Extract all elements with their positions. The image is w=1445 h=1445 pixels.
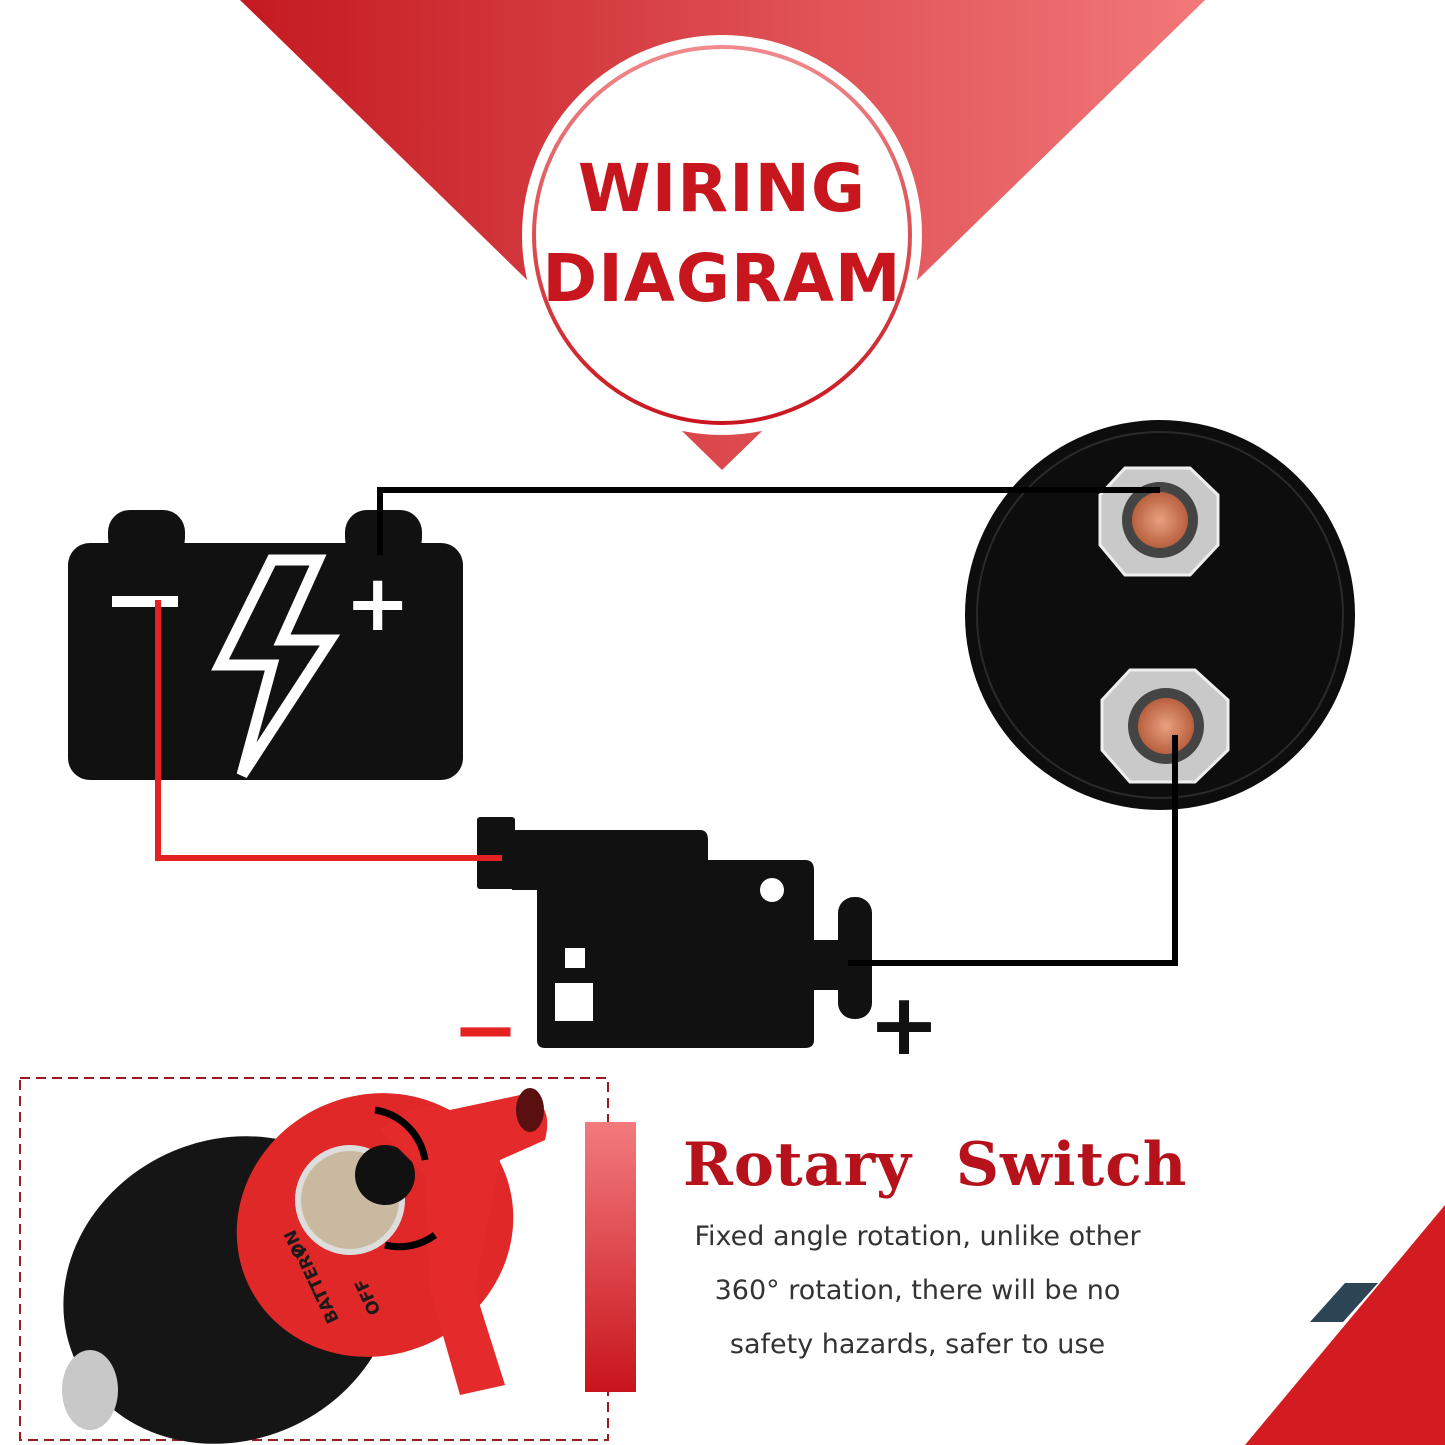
accent-bar <box>585 1122 636 1392</box>
switch-minus-sign: − <box>452 983 520 1076</box>
title-badge <box>522 35 922 435</box>
switch-plus-sign: + <box>868 975 941 1075</box>
battery-switch-icon <box>477 817 872 1048</box>
title-line-2: DIAGRAM <box>542 240 902 317</box>
description-line: safety hazards, safer to use <box>729 1329 1106 1360</box>
negative-wire-battery-to-switch <box>155 600 502 861</box>
lightning-bolt-icon <box>211 554 341 779</box>
feature-description: Fixed angle rotation, unlike other 360° … <box>660 1210 1175 1372</box>
solenoid-terminal-photo <box>965 420 1355 810</box>
title-line-1: WIRING <box>577 150 867 227</box>
positive-wire-solenoid-to-switch <box>848 735 1178 966</box>
corner-accent <box>1245 1205 1445 1445</box>
battery-plus-sign: + <box>345 559 411 649</box>
feature-title: Rotary Switch <box>683 1130 1188 1200</box>
rotary-switch-photo <box>62 1088 548 1444</box>
description-line: Fixed angle rotation, unlike other <box>694 1221 1141 1252</box>
description-line: 360° rotation, there will be no <box>714 1275 1121 1306</box>
battery-icon <box>68 510 463 780</box>
positive-wire-battery-to-solenoid <box>377 487 1160 555</box>
corner-stripe <box>1310 1283 1378 1322</box>
